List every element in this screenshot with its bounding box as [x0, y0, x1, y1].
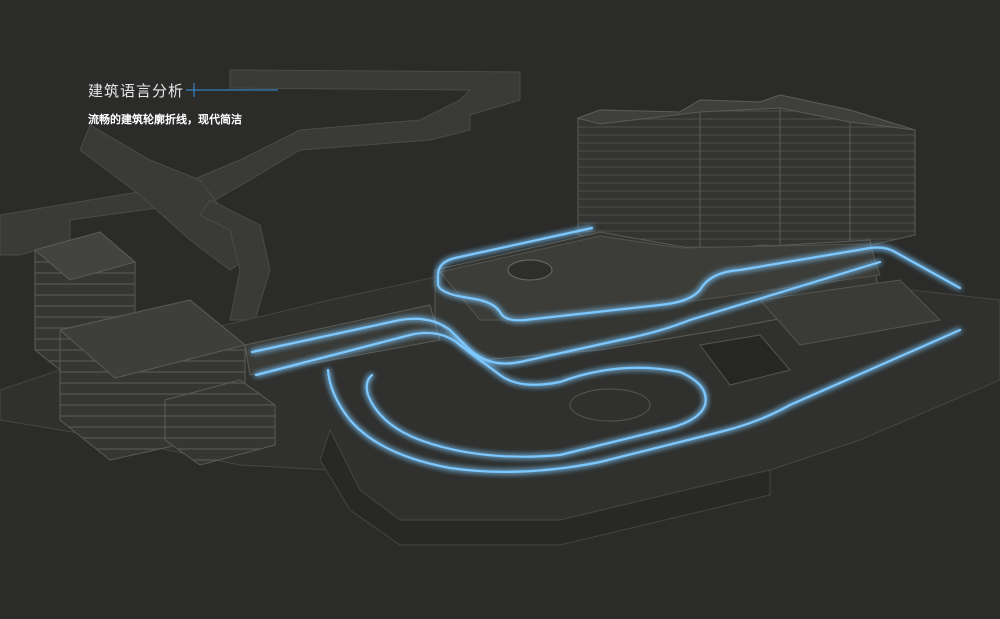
outer-curve-line	[326, 328, 962, 473]
title-divider-line	[186, 83, 278, 97]
section-subtitle: 流畅的建筑轮廓折线，现代简洁	[88, 113, 242, 126]
upper-roof-line	[436, 226, 962, 322]
section-title: 建筑语言分析	[88, 82, 185, 100]
lower-loop-line	[254, 331, 707, 458]
middle-line	[250, 260, 882, 365]
plaza	[569, 279, 942, 422]
office-tower	[33, 231, 276, 466]
contour-highlight-lines	[250, 226, 962, 473]
road-network	[0, 69, 521, 321]
ward-tower	[576, 94, 916, 256]
